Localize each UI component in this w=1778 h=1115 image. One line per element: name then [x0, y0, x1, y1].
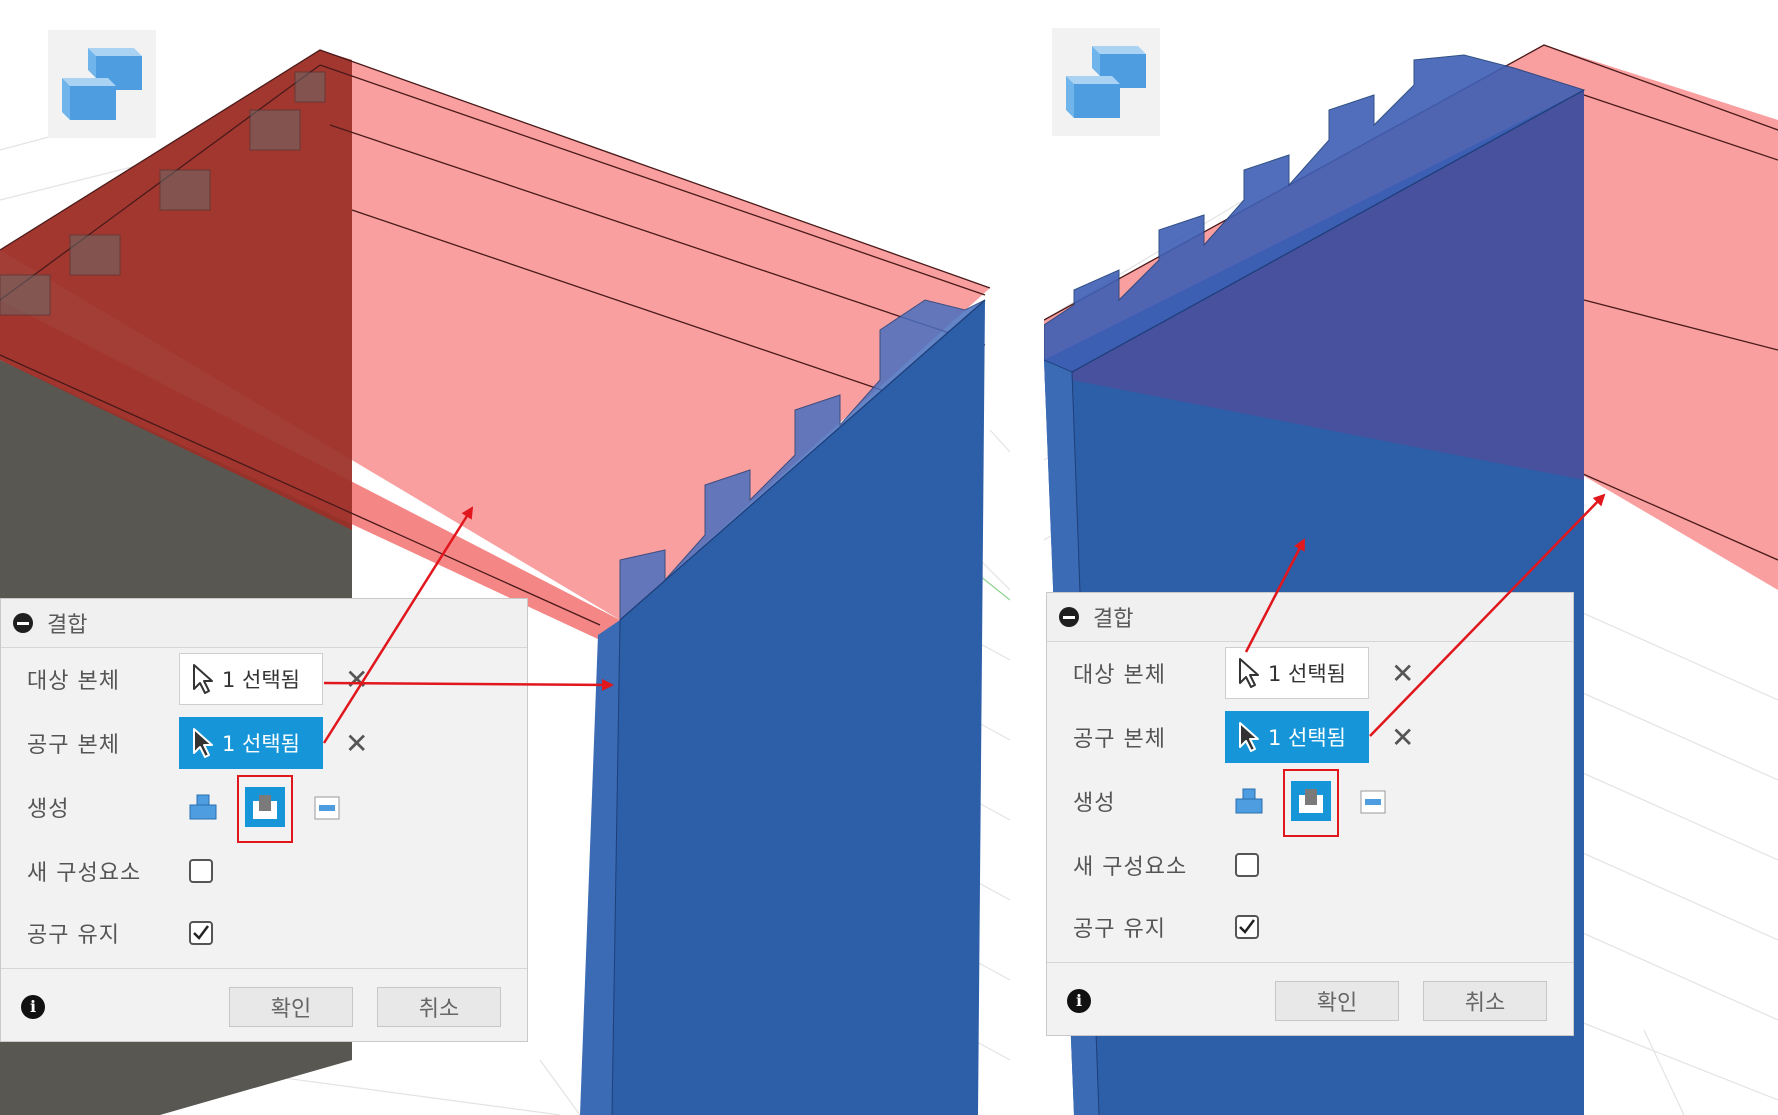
target-body-value: 1 선택됨	[222, 668, 300, 692]
keep-tools-label: 공구 유지	[27, 923, 120, 948]
tool-body	[590, 300, 985, 1115]
tool-body-row: 공구 본체 1 선택됨 ✕	[1, 715, 527, 771]
join-icon[interactable]	[1229, 781, 1269, 821]
target-body-value: 1 선택됨	[1268, 662, 1346, 686]
target-body-row: 대상 본체 1 선택됨 ✕	[1047, 645, 1573, 701]
ok-button[interactable]: 확인	[229, 987, 353, 1027]
check-icon	[1239, 919, 1255, 934]
tool-body-label: 공구 본체	[1073, 727, 1166, 752]
tool-body-select-button[interactable]: 1 선택됨	[1225, 711, 1369, 763]
cursor-icon	[1239, 658, 1259, 688]
intersect-icon[interactable]	[1353, 781, 1393, 821]
tool-body-select-button[interactable]: 1 선택됨	[179, 717, 323, 769]
tool-body-teeth	[1044, 54, 1586, 373]
target-body-side	[0, 50, 352, 530]
keep-tools-row: 공구 유지	[1047, 899, 1573, 955]
info-icon[interactable]: i	[1067, 989, 1091, 1013]
cursor-icon	[193, 728, 213, 758]
target-body-select-button[interactable]: 1 선택됨	[1225, 647, 1369, 699]
keep-tools-label: 공구 유지	[1073, 917, 1166, 942]
tool-body-value: 1 선택됨	[222, 732, 300, 756]
cursor-icon	[193, 664, 213, 694]
operation-label: 생성	[1073, 791, 1116, 816]
keep-tools-checkbox[interactable]	[189, 921, 213, 945]
new-component-label: 새 구성요소	[1073, 855, 1188, 880]
close-icon[interactable]: ✕	[1391, 720, 1415, 754]
info-icon[interactable]: i	[21, 995, 45, 1019]
cursor-icon	[1239, 722, 1259, 752]
combine-panel: 결합 대상 본체 1 선택됨 ✕ 공구 본체 1 선택됨 ✕ 생성	[1046, 592, 1574, 1036]
keep-tools-row: 공구 유지	[1, 905, 527, 961]
check-icon	[193, 925, 209, 940]
cut-icon[interactable]	[1291, 781, 1331, 821]
intersect-icon[interactable]	[307, 787, 347, 827]
highlight-box	[237, 775, 293, 843]
close-icon[interactable]: ✕	[1391, 656, 1415, 690]
ok-button[interactable]: 확인	[1275, 981, 1399, 1021]
cut-icon[interactable]	[245, 787, 285, 827]
target-body-label: 대상 본체	[27, 669, 120, 694]
panel-header[interactable]: 결합	[1, 599, 527, 648]
viewport-left[interactable]: 결합 대상 본체 1 선택됨 ✕ 공구 본체 1 선택됨 ✕ 생성	[0, 0, 1010, 1115]
close-icon[interactable]: ✕	[345, 726, 369, 760]
new-component-checkbox[interactable]	[1235, 853, 1259, 877]
tool-body-row: 공구 본체 1 선택됨 ✕	[1047, 709, 1573, 765]
new-component-checkbox[interactable]	[189, 859, 213, 883]
panel-title: 결합	[47, 613, 88, 638]
target-body-label: 대상 본체	[1073, 663, 1166, 688]
cancel-button[interactable]: 취소	[377, 987, 501, 1027]
operation-row: 생성	[1047, 769, 1573, 837]
highlight-box	[1283, 769, 1339, 837]
operation-row: 생성	[1, 775, 527, 843]
tool-body-value: 1 선택됨	[1268, 726, 1346, 750]
tool-body-label: 공구 본체	[27, 733, 120, 758]
notches-left	[0, 71, 326, 316]
collapse-icon[interactable]	[1059, 607, 1079, 627]
cancel-button[interactable]: 취소	[1423, 981, 1547, 1021]
join-icon[interactable]	[183, 787, 223, 827]
target-body-row: 대상 본체 1 선택됨 ✕	[1, 651, 527, 707]
panel-title: 결합	[1093, 607, 1134, 632]
panel-footer: i 확인 취소	[1047, 962, 1573, 1035]
viewport-right[interactable]: 결합 대상 본체 1 선택됨 ✕ 공구 본체 1 선택됨 ✕ 생성	[1044, 0, 1778, 1115]
target-body-select-button[interactable]: 1 선택됨	[179, 653, 323, 705]
operation-label: 생성	[27, 797, 70, 822]
viewcube-icon[interactable]	[1052, 28, 1160, 136]
collapse-icon[interactable]	[13, 613, 33, 633]
panel-header[interactable]: 결합	[1047, 593, 1573, 642]
new-component-label: 새 구성요소	[27, 861, 142, 886]
combine-panel: 결합 대상 본체 1 선택됨 ✕ 공구 본체 1 선택됨 ✕ 생성	[0, 598, 528, 1042]
keep-tools-checkbox[interactable]	[1235, 915, 1259, 939]
new-component-row: 새 구성요소	[1, 843, 527, 899]
viewcube-icon[interactable]	[48, 30, 156, 138]
new-component-row: 새 구성요소	[1047, 837, 1573, 893]
panel-footer: i 확인 취소	[1, 968, 527, 1041]
close-icon[interactable]: ✕	[345, 662, 369, 696]
